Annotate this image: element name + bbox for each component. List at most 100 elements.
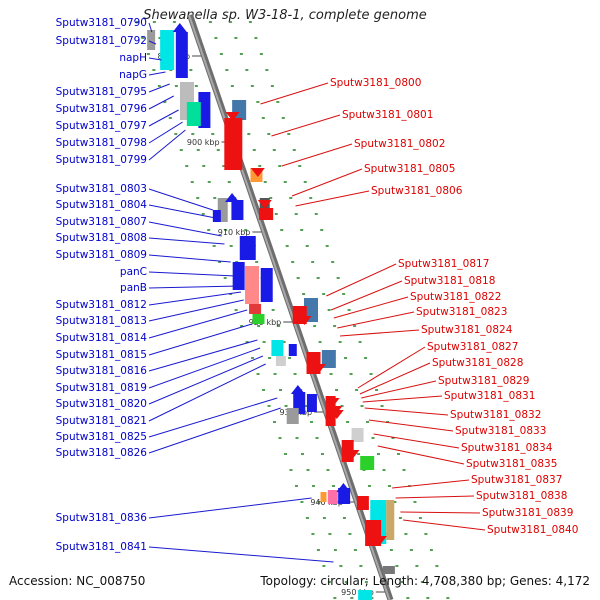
gene-label-right: Sputw3181_0838 — [476, 490, 567, 502]
guide-dot — [270, 85, 274, 87]
gene-block — [260, 268, 273, 302]
gene-arrow — [225, 112, 240, 121]
guide-dot — [331, 261, 335, 263]
guide-dot — [227, 181, 231, 183]
leader-line — [148, 129, 186, 161]
guide-dot — [248, 21, 252, 23]
guide-dot — [310, 421, 314, 423]
guide-dot — [222, 165, 226, 167]
gene-arrow — [345, 450, 360, 459]
leader-line — [271, 114, 341, 137]
leader-line — [148, 323, 253, 356]
guide-dot — [282, 341, 286, 343]
guide-dot — [380, 405, 384, 407]
guide-dot — [322, 565, 326, 567]
gene-label-right: Sputw3181_0828 — [432, 357, 523, 369]
guide-dot — [391, 437, 395, 439]
gene-label-right: Sputw3181_0823 — [416, 306, 507, 318]
chromosome-backbone-highlight — [188, 14, 391, 600]
guide-dot — [338, 341, 342, 343]
guide-dot — [311, 533, 315, 535]
guide-dot — [395, 565, 399, 567]
gene-label-right: Sputw3181_0800 — [330, 77, 421, 89]
guide-dot — [306, 469, 310, 471]
guide-dot — [185, 165, 189, 167]
leader-line — [148, 363, 266, 422]
leader-line — [340, 329, 420, 337]
gene-block — [275, 356, 286, 366]
guide-dot — [214, 37, 218, 39]
leader-line — [148, 121, 183, 144]
leader-line — [403, 519, 486, 531]
gene-block — [356, 496, 369, 510]
gene-block — [212, 210, 221, 222]
guide-dot — [335, 389, 339, 391]
guide-dot — [356, 453, 360, 455]
gene-label-left: Sputw3181_0820 — [56, 398, 147, 410]
guide-dot — [244, 229, 248, 231]
guide-dot — [252, 149, 256, 151]
guide-dot — [240, 325, 244, 327]
guide-dot — [172, 21, 176, 23]
guide-dot — [168, 117, 172, 119]
accession-label: Accession: NC_008750 — [9, 574, 146, 588]
gene-block — [175, 32, 188, 78]
guide-dot — [316, 277, 320, 279]
gene-block — [360, 456, 375, 470]
guide-dot — [250, 85, 254, 87]
leader-line — [368, 419, 454, 432]
leader-line — [357, 346, 426, 389]
guide-dot — [216, 149, 220, 151]
guide-dot — [304, 405, 308, 407]
gene-label-right: Sputw3181_0801 — [342, 109, 433, 121]
guide-dot — [228, 21, 232, 23]
gene-block — [358, 590, 373, 600]
gene-block — [231, 200, 244, 220]
guide-dot — [146, 53, 150, 55]
guide-dot — [409, 549, 413, 551]
guide-dot — [325, 245, 329, 247]
guide-dot — [424, 533, 428, 535]
leader-line — [148, 285, 239, 289]
leader-line — [337, 311, 415, 329]
guide-dot — [327, 309, 331, 311]
gene-label-left: Sputw3181_0814 — [56, 332, 148, 344]
guide-dot — [256, 373, 260, 375]
leader-line — [148, 339, 258, 372]
gene-label-left: Sputw3181_0812 — [56, 299, 147, 311]
guide-dot — [333, 549, 337, 551]
guide-dot — [413, 501, 417, 503]
gene-label-right: Sputw3181_0837 — [471, 474, 562, 486]
leader-line — [148, 40, 157, 45]
gene-label-left: Sputw3181_0819 — [56, 382, 147, 394]
guide-dot — [359, 565, 363, 567]
leader-line — [364, 407, 449, 416]
guide-dot — [366, 421, 370, 423]
gene-label-left: Sputw3181_0808 — [56, 232, 147, 244]
gene-label-left: Sputw3181_0825 — [56, 431, 147, 443]
guide-dot — [245, 341, 249, 343]
guide-dot — [269, 197, 273, 199]
guide-dot — [278, 165, 282, 167]
guide-dot — [234, 37, 238, 39]
guide-dot — [364, 357, 368, 359]
guide-dot — [174, 85, 178, 87]
guide-dot — [358, 341, 362, 343]
guide-dot — [276, 101, 280, 103]
leader-line — [148, 355, 264, 405]
leader-line — [148, 237, 225, 245]
gene-block — [217, 198, 228, 222]
guide-dot — [141, 37, 145, 39]
gene-block — [286, 408, 299, 424]
guide-dot — [283, 181, 287, 183]
guide-dot — [329, 373, 333, 375]
guide-dot — [288, 357, 292, 359]
gene-block — [271, 340, 284, 356]
guide-dot — [346, 421, 350, 423]
leader-line — [291, 168, 363, 197]
gene-label-left: Sputw3181_0790 — [56, 17, 147, 29]
guide-dot — [207, 181, 211, 183]
guide-dot — [344, 357, 348, 359]
guide-dot — [261, 117, 265, 119]
